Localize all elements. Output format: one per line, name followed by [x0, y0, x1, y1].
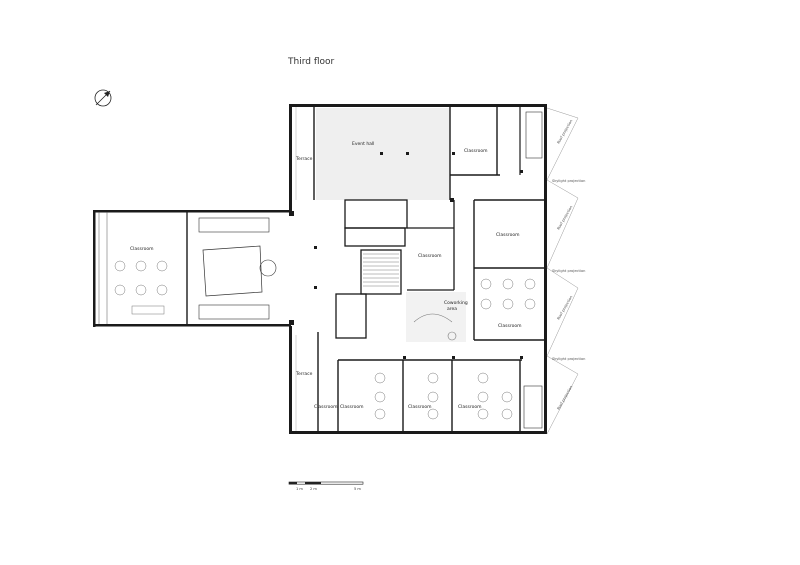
classroom-b1-label: Classroom: [314, 404, 337, 410]
plan-title: Third floor: [287, 57, 334, 67]
west-wing: [93, 210, 291, 327]
scale-label-5m: 5 m: [354, 487, 361, 491]
scale-label-2m: 2 m: [310, 487, 317, 491]
skylight-projection-label-1: Skylight projection: [552, 179, 585, 183]
skylight-projection-label-3: Skylight projection: [552, 357, 585, 361]
west-stair-bottom: [198, 304, 270, 320]
columns: [289, 152, 523, 359]
east-stair-bottom: [523, 385, 543, 429]
building-outline: [289, 104, 547, 434]
bottom-classrooms: Classroom Classroom Classroom Classroom: [314, 359, 522, 431]
event-hall-label: Event hall: [352, 141, 374, 147]
scale-label-1m: 1 m: [296, 487, 303, 491]
classroom-right-label: Classroom: [496, 232, 519, 238]
skylight-projection-label-2: Skylight projection: [552, 269, 585, 273]
classroom-b3-label: Classroom: [408, 404, 431, 410]
classroom-b2-label: Classroom: [340, 404, 363, 410]
classroom-mid-label: Classroom: [418, 253, 441, 259]
scale-bar: 1 m 2 m 5 m: [288, 481, 364, 491]
classroom-left-label: Classroom: [130, 246, 153, 252]
west-stair-top: [198, 217, 270, 233]
classroom-right-room: Classroom: [473, 199, 544, 269]
terrace-bottom-label: Terrace: [295, 371, 313, 377]
classroom-mid-room: Classroom: [407, 200, 455, 291]
roof-projection-label-4: Roof projection: [556, 385, 573, 410]
roof-projection-label-2: Roof projection: [556, 205, 573, 230]
classroom-right2-label: Classroom: [498, 323, 521, 329]
coworking-area: Coworking area: [406, 292, 468, 342]
core: [335, 199, 408, 339]
classroom-right2-room: Classroom: [473, 268, 544, 341]
west-classroom: Classroom: [114, 246, 168, 315]
roof-projection: Roof projection Skylight projection Roof…: [546, 107, 585, 435]
east-stair-top: [519, 107, 543, 175]
classroom-top-label: Classroom: [464, 148, 487, 154]
north-arrow-icon: [94, 89, 112, 107]
classroom-b4-label: Classroom: [458, 404, 481, 410]
terrace-top-label: Terrace: [295, 156, 313, 162]
coworking-label-1: Coworking: [444, 300, 468, 306]
coworking-label-2: area: [447, 306, 457, 312]
